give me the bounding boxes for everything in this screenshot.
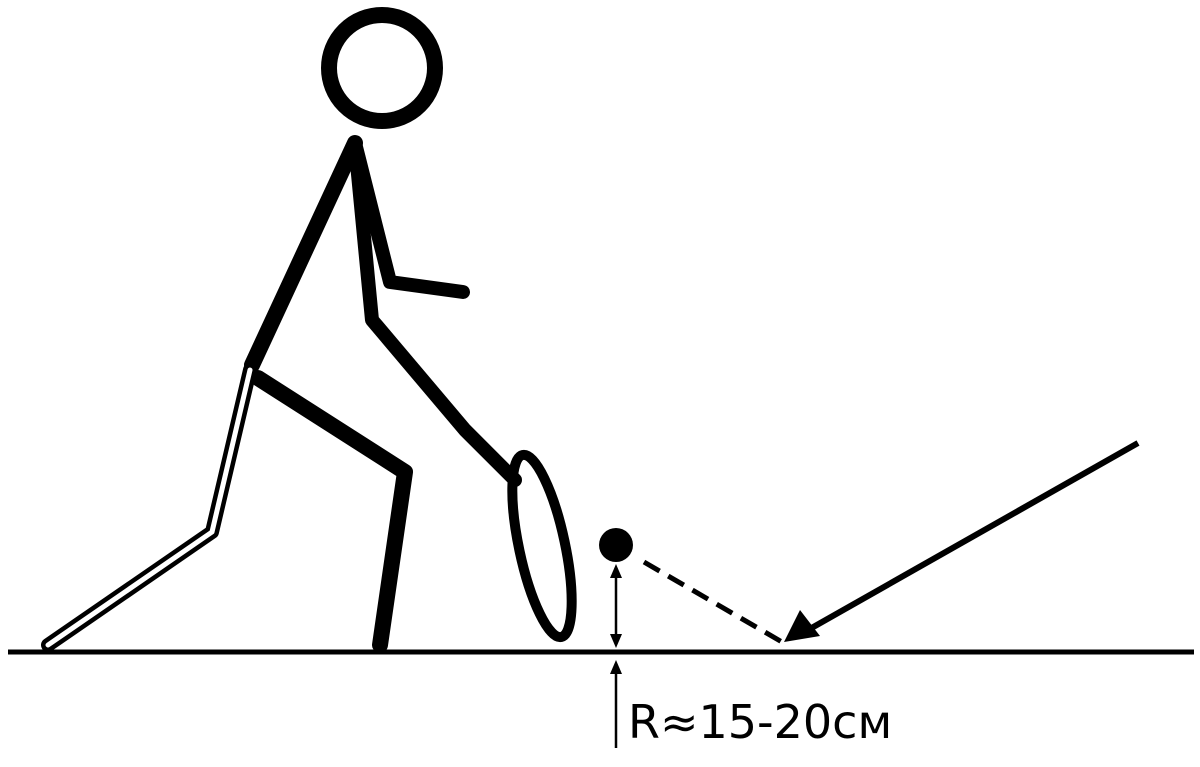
head xyxy=(321,7,443,129)
label-pointer-arrow xyxy=(610,660,622,748)
tennis-ball xyxy=(599,528,633,562)
double-arrow-height-marker xyxy=(610,564,622,648)
ball-trajectory-dashed xyxy=(642,559,784,645)
ball-trajectory-solid-arrow xyxy=(806,440,1140,633)
back-leg xyxy=(41,363,257,652)
tennis-racket xyxy=(507,449,577,643)
torso xyxy=(244,135,363,373)
free-arm xyxy=(348,136,470,299)
measurement-label: R≈15-20см xyxy=(628,695,892,749)
stick-figure-player xyxy=(244,7,522,653)
trajectory-arrowhead xyxy=(784,610,820,642)
front-leg xyxy=(250,370,413,653)
racket-arm xyxy=(348,136,522,487)
